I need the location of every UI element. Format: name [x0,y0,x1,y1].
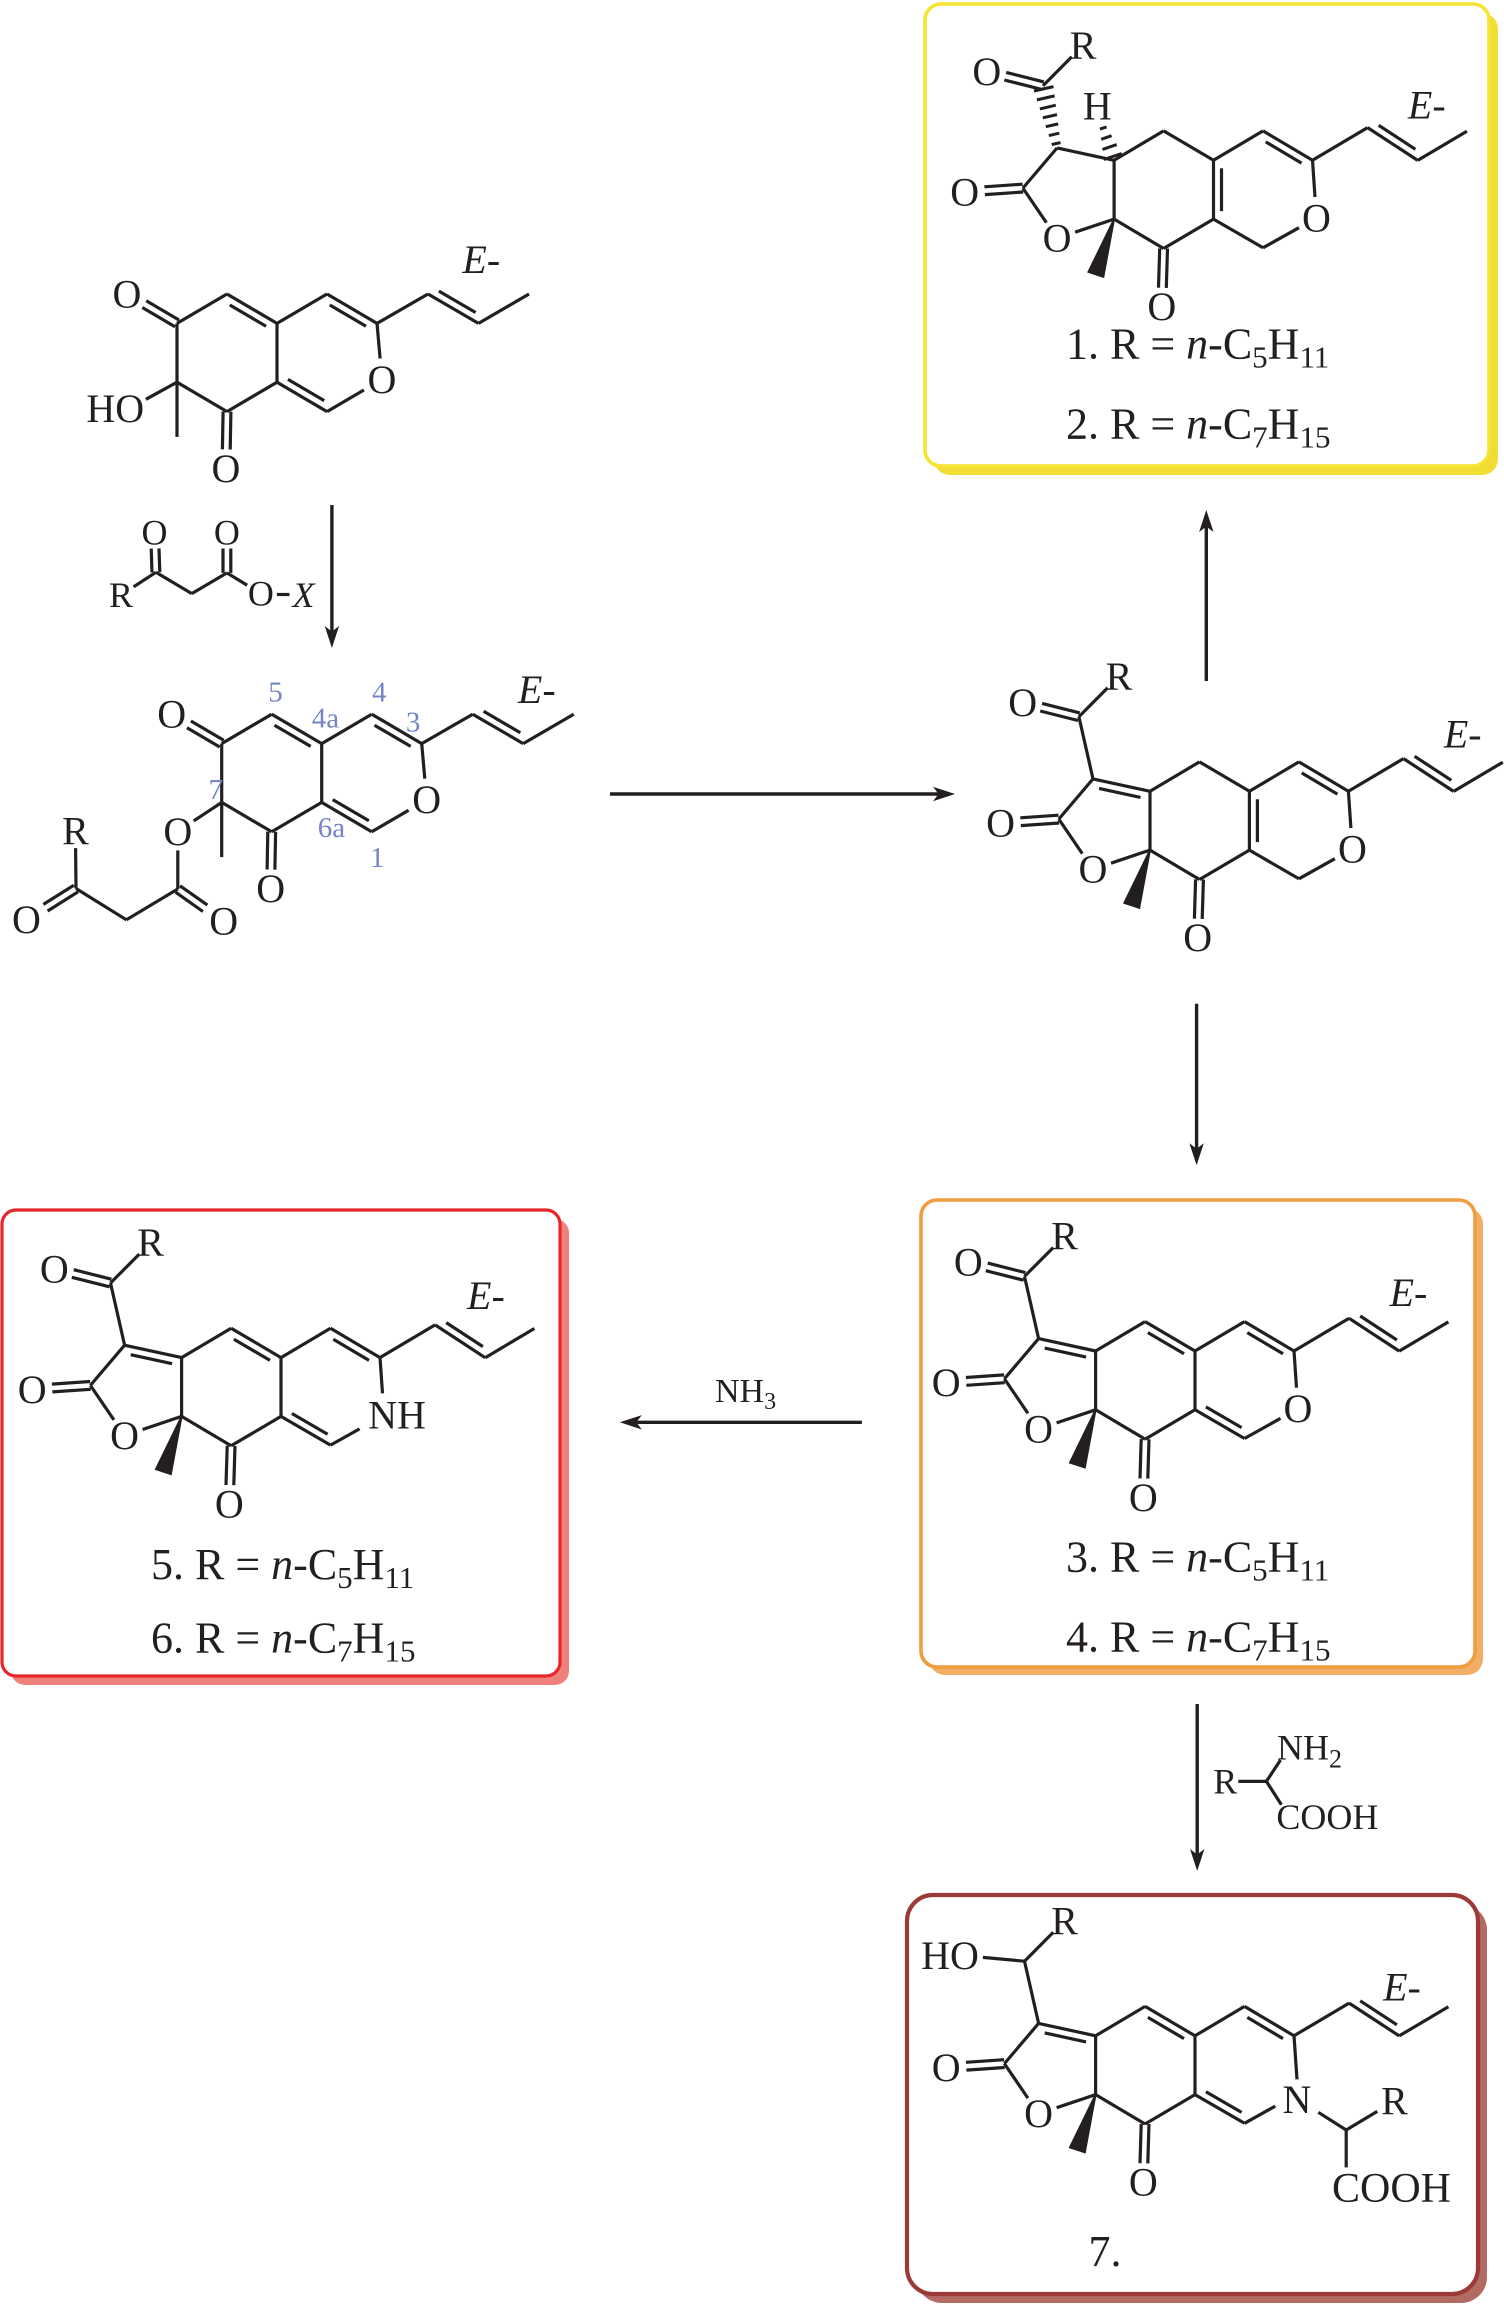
svg-text:O: O [1338,826,1367,871]
svg-text:H: H [1083,84,1112,129]
svg-text:O: O [209,899,238,944]
svg-text:O: O [1024,2091,1053,2136]
svg-text:E-: E- [517,667,556,712]
svg-text:R: R [1051,1214,1078,1259]
svg-text:4. R = n-C7H15: 4. R = n-C7H15 [1066,1613,1330,1668]
svg-text:E-: E- [1389,1270,1428,1315]
svg-text:O: O [12,897,41,942]
svg-text:HO: HO [86,386,144,431]
svg-text:R: R [109,575,133,615]
svg-text:HO: HO [921,1933,979,1978]
svg-text:7: 7 [208,774,223,806]
svg-text:O: O [1183,915,1212,960]
svg-text:O: O [256,866,285,911]
svg-text:O: O [950,170,979,215]
svg-text:3. R = n-C5H11: 3. R = n-C5H11 [1066,1533,1329,1588]
svg-text:O: O [18,1367,47,1412]
svg-text:O: O [157,692,186,737]
svg-text:N: N [1283,2077,1312,2122]
svg-text:E-: E- [1382,1965,1421,2010]
svg-text:O: O [986,801,1015,846]
svg-text:O: O [932,2045,961,2090]
svg-text:O: O [1079,847,1108,892]
svg-text:O: O [1129,2160,1158,2205]
svg-text:R: R [137,1220,164,1265]
svg-text:5: 5 [268,677,283,709]
svg-text:7.: 7. [1089,2227,1122,2276]
svg-text:R: R [1381,2079,1408,2124]
svg-text:O: O [163,809,192,854]
svg-text:4: 4 [372,677,387,709]
svg-text:R: R [1070,23,1097,68]
svg-text:1: 1 [370,842,385,874]
svg-text:O: O [412,777,441,822]
svg-text:4a: 4a [312,702,340,734]
svg-text:O: O [248,574,274,614]
svg-text:O: O [1284,1386,1313,1431]
svg-text:O: O [212,446,241,491]
svg-text:O: O [1008,680,1037,725]
svg-text:E-: E- [1443,711,1482,756]
svg-text:O: O [1302,195,1331,240]
svg-text:6a: 6a [318,812,346,844]
svg-text:5. R = n-C5H11: 5. R = n-C5H11 [151,1540,414,1595]
svg-text:O: O [368,357,397,402]
svg-text:X: X [291,575,317,615]
svg-text:R: R [1213,1762,1237,1802]
svg-text:NH: NH [368,1393,426,1438]
svg-text:6. R = n-C7H15: 6. R = n-C7H15 [151,1614,415,1669]
svg-text:2. R = n-C7H15: 2. R = n-C7H15 [1066,400,1330,455]
svg-text:O: O [113,271,142,316]
svg-text:1. R = n-C5H11: 1. R = n-C5H11 [1066,320,1329,375]
svg-text:O: O [1024,1406,1053,1451]
svg-text:O: O [215,1482,244,1527]
svg-text:O: O [1129,1475,1158,1520]
svg-text:R: R [62,809,89,854]
svg-text:O: O [214,513,240,553]
svg-text:O: O [972,49,1001,94]
svg-text:O: O [142,513,168,553]
svg-text:COOH: COOH [1276,1797,1378,1837]
svg-text:E-: E- [466,1273,505,1318]
svg-text:O: O [40,1246,69,1291]
svg-text:R: R [1106,654,1133,699]
svg-text:R: R [1051,1898,1078,1943]
svg-text:O: O [1043,216,1072,261]
svg-text:O: O [954,1240,983,1285]
svg-text:O: O [110,1413,139,1458]
svg-text:E-: E- [461,237,500,282]
svg-text:O: O [932,1360,961,1405]
svg-text:3: 3 [406,706,421,738]
svg-text:E-: E- [1407,82,1446,127]
svg-text:COOH: COOH [1332,2166,1451,2212]
